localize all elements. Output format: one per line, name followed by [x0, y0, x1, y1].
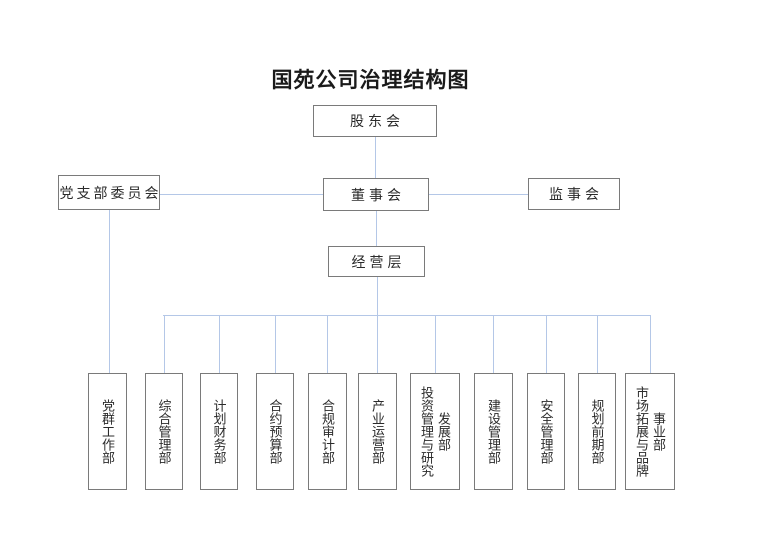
- connector-management-bus: [377, 277, 378, 315]
- connector-drop-compliance-audit: [327, 315, 328, 373]
- page-title: 国苑公司治理结构图: [271, 68, 470, 92]
- node-board: 董事会: [323, 178, 429, 211]
- dept-market-brand-label: 市场拓展与品牌事业部: [634, 386, 666, 477]
- dept-general-management-label: 综合管理部: [156, 399, 172, 464]
- connector-board-supervisors: [429, 194, 528, 195]
- connector-drop-planning-preliminary: [597, 315, 598, 373]
- dept-planning-preliminary-label: 规划前期部: [589, 399, 605, 464]
- dept-contract-budget-label: 合约预算部: [267, 399, 283, 464]
- connector-party-board: [160, 194, 323, 195]
- dept-market-brand: 市场拓展与品牌事业部: [625, 373, 675, 490]
- dept-planning-finance: 计划财务部: [200, 373, 238, 490]
- connector-drop-investment-research: [435, 315, 436, 373]
- connector-drop-planning-finance: [219, 315, 220, 373]
- dept-compliance-audit: 合规审计部: [308, 373, 347, 490]
- connector-shareholders-board: [375, 137, 376, 178]
- node-party-committee-label: 党支部委员会: [59, 186, 162, 202]
- node-management-label: 经营层: [351, 255, 406, 271]
- dept-party-mass-work-label: 党群工作部: [100, 399, 115, 464]
- dept-safety-management: 安全管理部: [527, 373, 565, 490]
- dept-investment-research-label: 投资管理与研究发展部: [419, 386, 451, 477]
- dept-industry-operations: 产业运营部: [358, 373, 397, 490]
- node-management: 经营层: [328, 246, 425, 277]
- node-shareholders-label: 股东会: [350, 115, 404, 130]
- dept-planning-preliminary: 规划前期部: [578, 373, 616, 490]
- node-board-label: 董事会: [351, 188, 405, 204]
- node-supervisors: 监事会: [528, 178, 620, 210]
- dept-construction-management: 建设管理部: [474, 373, 513, 490]
- connector-drop-industry-operations: [377, 315, 378, 373]
- dept-party-mass-work: 党群工作部: [88, 373, 127, 490]
- dept-investment-research: 投资管理与研究发展部: [410, 373, 460, 490]
- connector-drop-general-management: [164, 315, 165, 373]
- dept-planning-finance-label: 计划财务部: [211, 399, 227, 464]
- dept-general-management: 综合管理部: [145, 373, 183, 490]
- connector-board-management: [376, 211, 377, 246]
- connector-drop-safety-management: [546, 315, 547, 373]
- dept-safety-management-label: 安全管理部: [538, 399, 554, 464]
- connector-drop-construction-management: [493, 315, 494, 373]
- dept-industry-operations-label: 产业运营部: [370, 399, 385, 464]
- connector-drop-contract-budget: [275, 315, 276, 373]
- node-party-committee: 党支部委员会: [58, 175, 160, 210]
- connector-drop-market-brand: [650, 315, 651, 373]
- node-shareholders: 股东会: [313, 105, 437, 137]
- connector-bus: [163, 315, 650, 316]
- node-supervisors-label: 监事会: [549, 188, 603, 203]
- dept-compliance-audit-label: 合规审计部: [320, 399, 335, 464]
- dept-construction-management-label: 建设管理部: [486, 399, 501, 464]
- dept-contract-budget: 合约预算部: [256, 373, 294, 490]
- connector-party-dept: [109, 210, 110, 373]
